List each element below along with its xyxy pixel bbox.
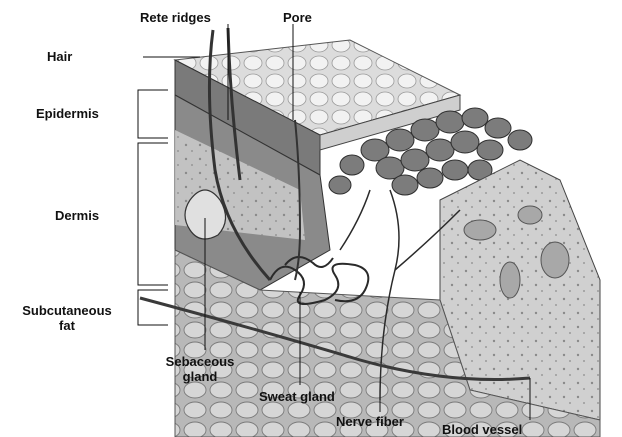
label-sebaceous-line1: Sebaceous xyxy=(160,354,240,369)
label-subcutaneous-line2: fat xyxy=(8,318,126,333)
label-epidermis: Epidermis xyxy=(36,106,99,121)
layer-brackets xyxy=(138,90,168,325)
label-pore: Pore xyxy=(283,10,312,25)
label-rete-ridges: Rete ridges xyxy=(140,10,211,25)
label-dermis: Dermis xyxy=(55,208,99,223)
label-sebaceous-line2: gland xyxy=(160,369,240,384)
label-subcutaneous-fat: Subcutaneous fat xyxy=(8,303,126,333)
label-sebaceous-gland: Sebaceous gland xyxy=(160,354,240,384)
label-blood-vessel: Blood vessel xyxy=(442,422,522,437)
label-nerve-fiber: Nerve fiber xyxy=(336,414,404,429)
label-hair: Hair xyxy=(47,49,72,64)
label-subcutaneous-line1: Subcutaneous xyxy=(8,303,126,318)
label-sweat-gland: Sweat gland xyxy=(259,389,335,404)
